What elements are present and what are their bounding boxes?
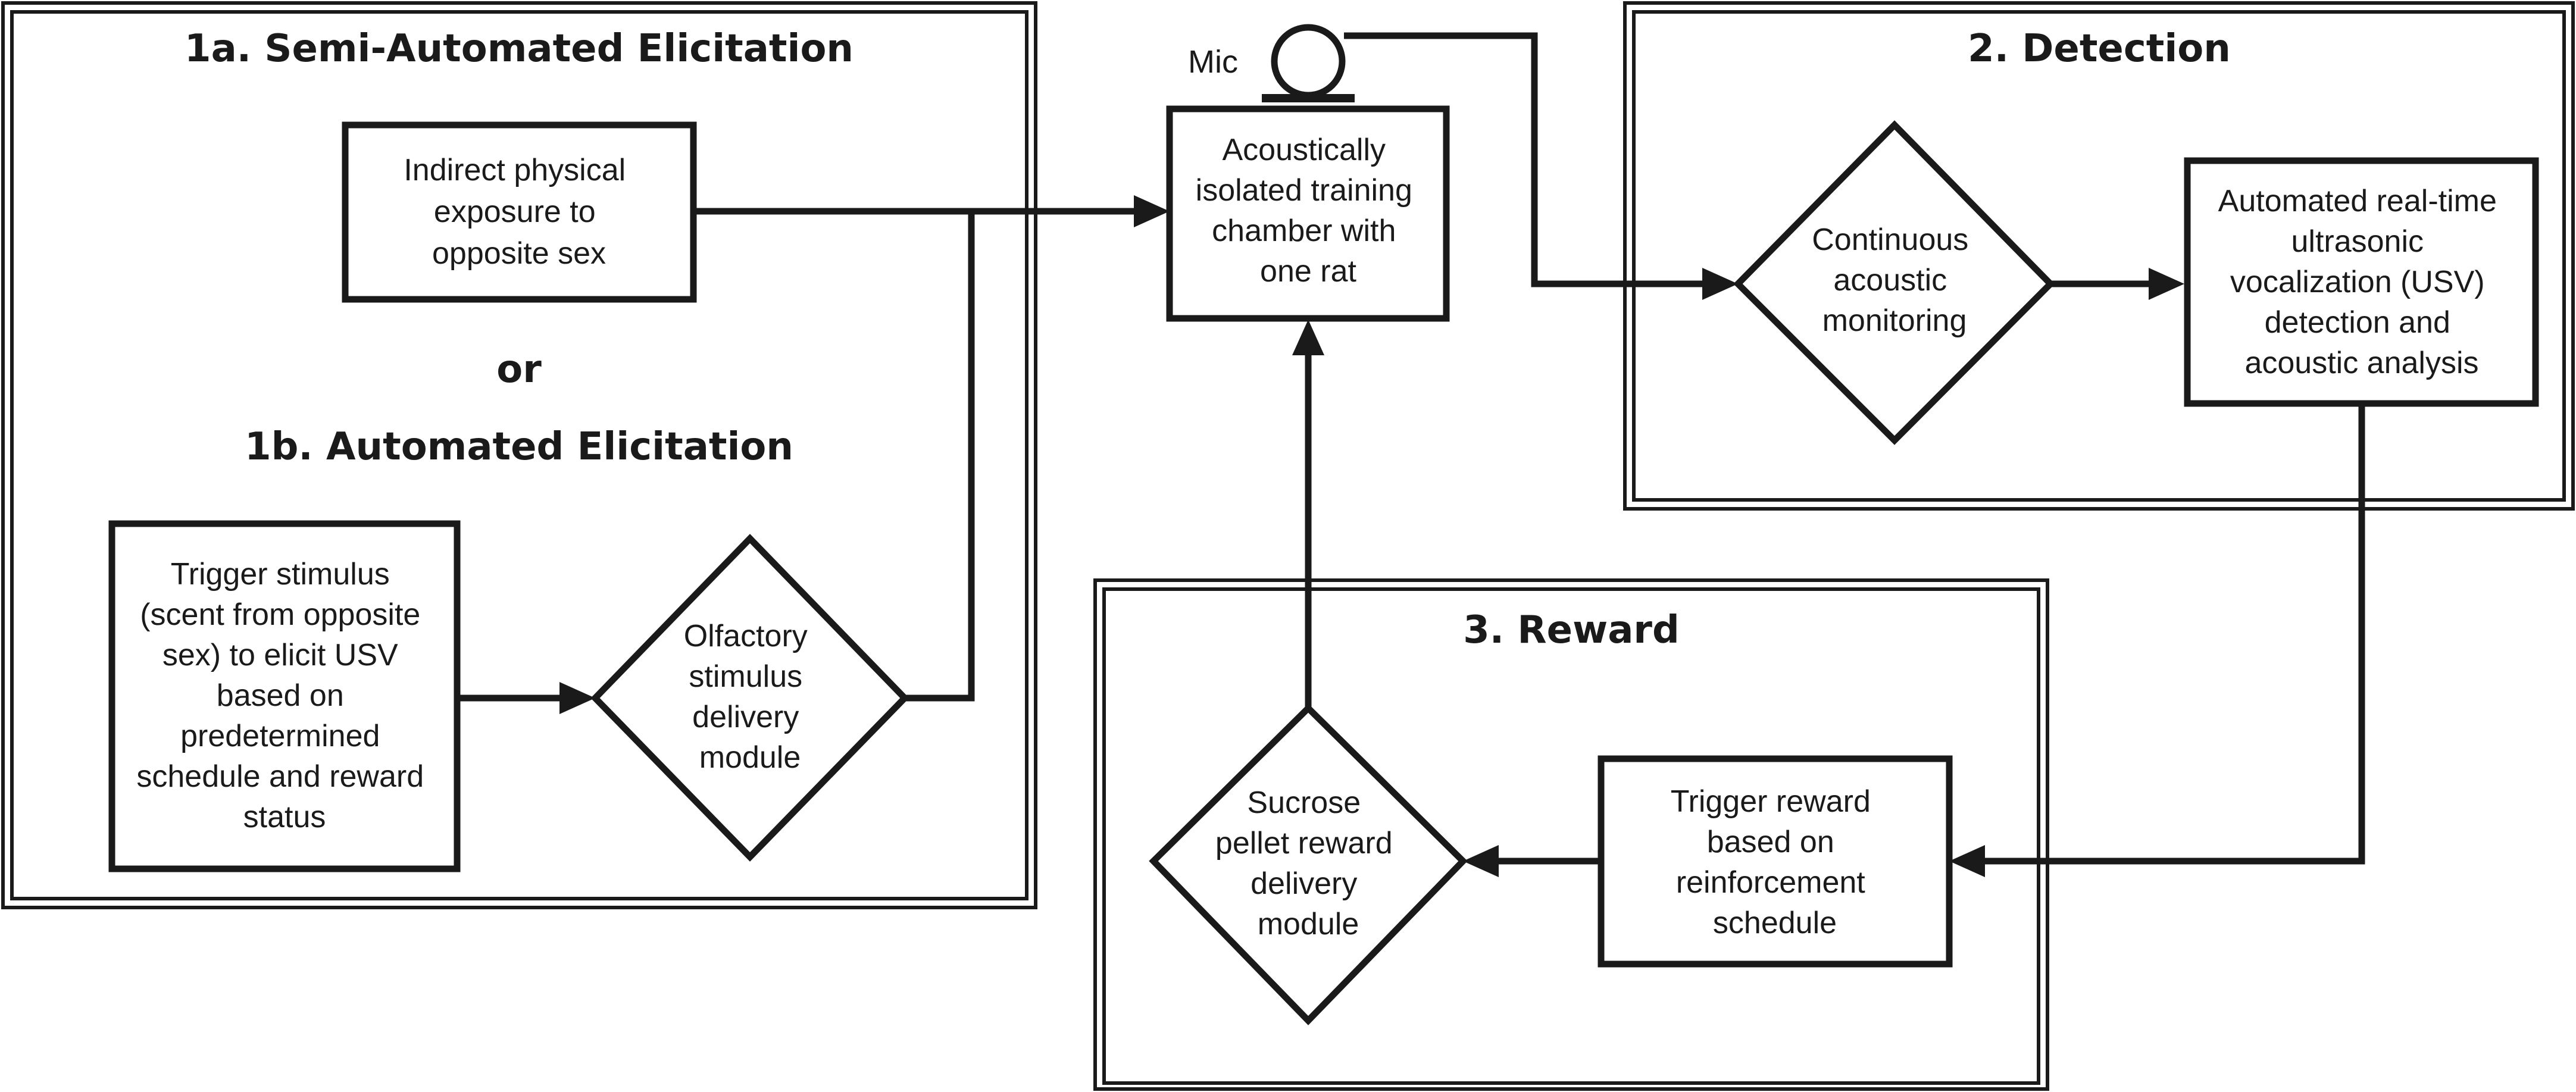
label-usv-detection: Automated real-time ultrasonic vocalizat… — [2218, 184, 2506, 380]
arrowhead-sucrose-right — [1463, 845, 1499, 877]
label-indirect-exposure: Indirect physical exposure to opposite s… — [404, 153, 634, 271]
label-olfactory-module: Olfactory stimulus delivery module — [684, 619, 817, 775]
arrowhead-trigger-reward-right — [1949, 845, 1985, 877]
mic-icon — [1262, 24, 1355, 102]
label-continuous-monitoring: Continuous acoustic monitoring — [1812, 223, 1977, 338]
label-trigger-stimulus: Trigger stimulus (scent from opposite se… — [136, 557, 432, 834]
label-training-chamber: Acoustically isolated training chamber w… — [1196, 133, 1421, 289]
section-frame-reward — [1093, 578, 2049, 1091]
arrowhead-detection-left — [2149, 268, 2184, 300]
node-indirect-exposure — [342, 121, 697, 303]
label-sucrose-module: Sucrose pellet reward delivery module — [1215, 786, 1401, 941]
heading-automated: 1b. Automated Elicitation — [245, 425, 793, 469]
arrowhead-chamber-bottom — [1292, 320, 1324, 355]
heading-reward: 3. Reward — [1463, 608, 1680, 652]
connectors — [458, 32, 2365, 877]
arrowhead-monitoring-left — [1702, 268, 1738, 300]
node-training-chamber — [1166, 105, 1450, 322]
heading-or: or — [496, 348, 542, 392]
label-trigger-reward: Trigger reward based on reinforcement sc… — [1671, 784, 1880, 940]
line-detection-to-reward — [1982, 405, 2365, 865]
line-olfactory-to-merge — [905, 211, 975, 702]
arrowhead-olfactory-left — [559, 682, 595, 714]
mic-label: Mic — [1188, 44, 1238, 80]
node-usv-detection — [2184, 157, 2539, 407]
node-olfactory-module — [590, 534, 909, 862]
section-frame-elicitation — [1, 1, 1037, 909]
node-trigger-reward — [1598, 755, 1953, 968]
heading-detection: 2. Detection — [1968, 27, 2231, 71]
node-trigger-stimulus — [108, 520, 461, 872]
node-sucrose-module — [1149, 703, 1468, 1025]
section-frame-detection — [1623, 1, 2575, 511]
node-continuous-monitoring — [1733, 120, 2055, 445]
arrowhead-chamber-left — [1134, 195, 1170, 227]
heading-semi-automated: 1a. Semi-Automated Elicitation — [185, 27, 854, 71]
line-mic-cable — [1344, 32, 1702, 287]
